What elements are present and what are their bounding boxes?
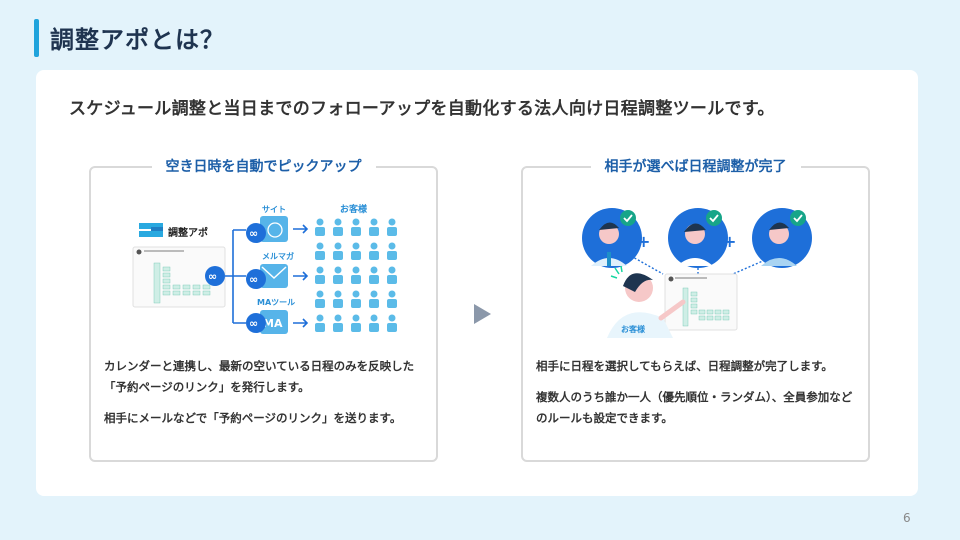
panel-completion: 相手が選べば日程調整が完了 + +: [521, 156, 870, 462]
paragraph: カレンダーと連携し、最新の空いている日程のみを反映した「予約ページのリンク」を発…: [104, 359, 415, 394]
panel-description: 相手に日程を選択してもらえば、日程調整が完了します。 複数人のうち誰か一人（優先…: [536, 356, 858, 439]
page-number: 6: [903, 511, 911, 525]
channel-site: サイト ∞: [246, 205, 309, 243]
title-accent-bar: [34, 19, 39, 57]
logo-text: 調整アポ: [168, 226, 208, 239]
svg-text:∞: ∞: [249, 227, 258, 240]
customer-avatar: お客様: [607, 265, 686, 338]
panel-heading: 空き日時を自動でピックアップ: [151, 156, 376, 176]
chouseiapo-logo-icon: [139, 223, 163, 237]
participant-2-avatar: [668, 208, 728, 268]
participant-1-avatar: [582, 208, 642, 268]
panel-auto-pickup: 空き日時を自動でピックアップ 調整アポ: [89, 156, 438, 462]
ma-icon: MA: [263, 317, 283, 330]
link-icon: [205, 266, 225, 286]
paragraph: 複数人のうち誰か一人（優先順位・ランダム）、全員参加などのルールも設定できます。: [536, 390, 853, 425]
lead-text: スケジュール調整と当日までのフォローアップを自動化する法人向け日程調整ツールです…: [69, 99, 775, 119]
plus-icon: +: [637, 232, 650, 251]
link-distribution-illustration: 調整アポ ∞: [132, 203, 397, 334]
content-card: スケジュール調整と当日までのフォローアップを自動化する法人向け日程調整ツールです…: [36, 70, 918, 496]
customer-label: お客様: [621, 324, 646, 334]
panel-description: カレンダーと連携し、最新の空いている日程のみを反映した「予約ページのリンク」を発…: [104, 356, 426, 439]
panel-heading: 相手が選べば日程調整が完了: [590, 156, 801, 176]
envelope-icon: [261, 266, 287, 280]
customers-grid-icon: [315, 218, 397, 332]
svg-text:∞: ∞: [208, 270, 217, 283]
calendar-screenshot-icon: [664, 273, 738, 331]
calendar-screenshot-icon: [132, 246, 226, 308]
svg-text:MAツール: MAツール: [257, 298, 295, 307]
plus-icon: +: [723, 232, 736, 251]
participants-illustration: + +: [582, 208, 812, 338]
participant-3-avatar: [752, 208, 812, 268]
paragraph: 相手にメールなどで「予約ページのリンク」を送ります。: [104, 411, 402, 425]
svg-text:メルマガ: メルマガ: [262, 251, 294, 261]
svg-text:∞: ∞: [249, 273, 258, 286]
globe-icon: [267, 222, 283, 238]
svg-text:サイト: サイト: [262, 205, 286, 214]
channel-mailmag: メルマガ ∞: [246, 251, 309, 289]
check-icon: [620, 210, 636, 226]
audience-label: お客様: [340, 203, 368, 215]
channel-ma-tool: MAツール MA ∞: [246, 298, 309, 334]
check-icon: [790, 210, 806, 226]
next-arrow-icon: [474, 304, 491, 324]
svg-text:∞: ∞: [249, 317, 258, 330]
page-title: 調整アポとは？: [50, 26, 225, 54]
check-icon: [706, 210, 722, 226]
paragraph: 相手に日程を選択してもらえば、日程調整が完了します。: [536, 359, 833, 373]
